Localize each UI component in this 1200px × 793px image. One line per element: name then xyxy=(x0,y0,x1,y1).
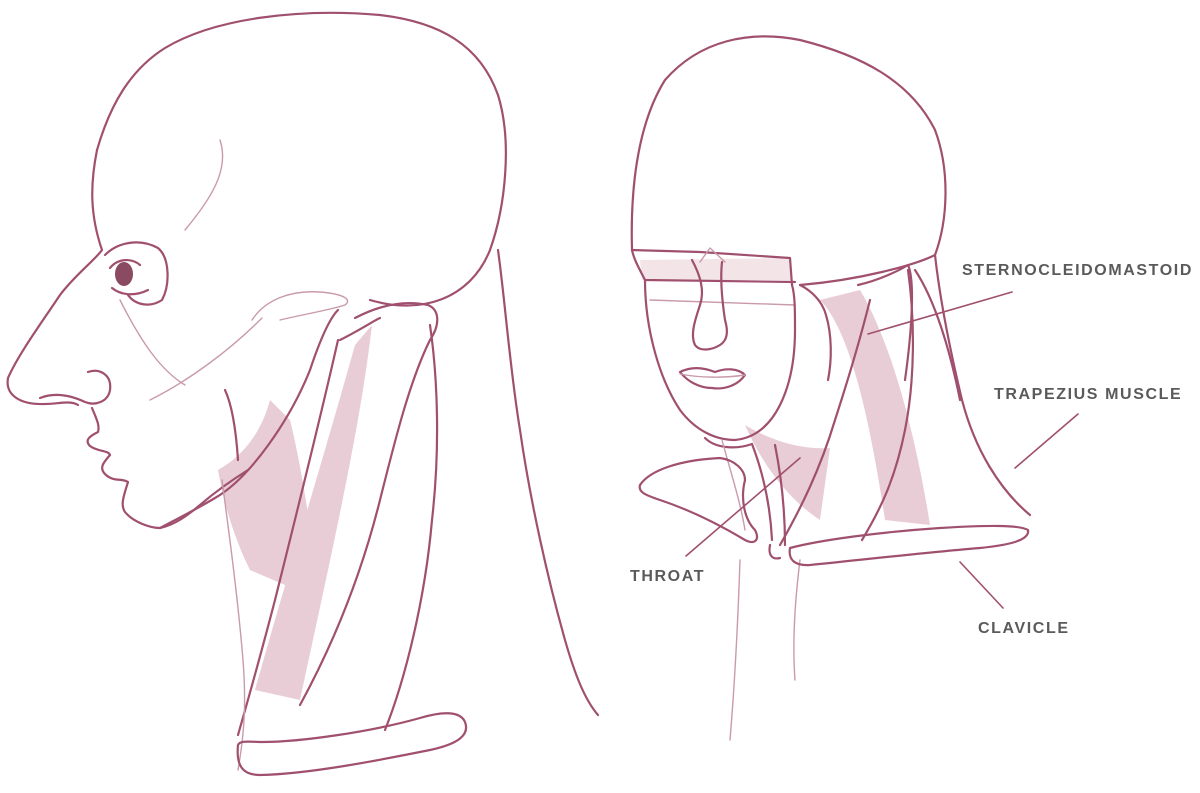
trapezius-muscle-label: TRAPEZIUS MUSCLE xyxy=(994,386,1183,403)
trapezius-leader xyxy=(1014,413,1079,469)
leader-lines xyxy=(685,291,1079,609)
clavicle-label: CLAVICLE xyxy=(978,620,1070,637)
throat-leader xyxy=(685,457,801,557)
clavicle-leader xyxy=(959,561,1004,609)
sternocleidomastoid-label: STERNOCLEIDOMASTOID xyxy=(962,262,1194,279)
profile-head-illustration-icon xyxy=(6,11,930,777)
three-quarter-head-illustration-icon xyxy=(630,35,1032,741)
sternocleidomastoid-leader xyxy=(867,291,1013,335)
throat-label: THROAT xyxy=(630,568,706,585)
